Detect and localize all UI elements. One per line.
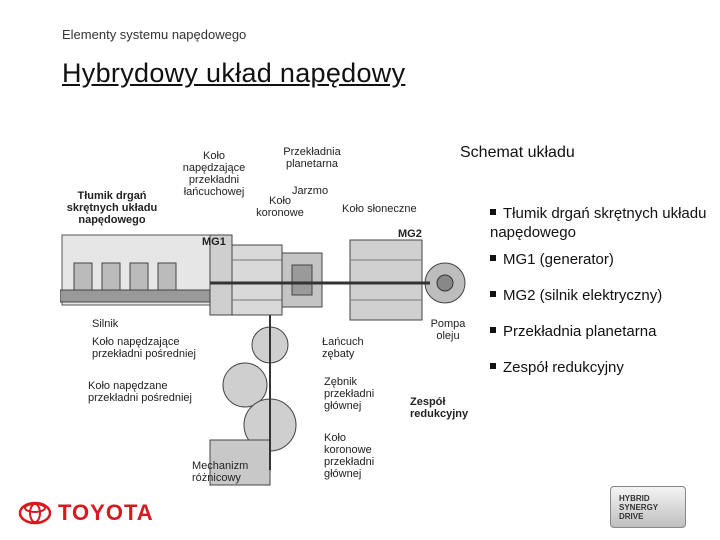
label-mg2: MG2 [398,228,422,240]
engine-illustration [60,234,213,306]
label-mg1: MG1 [202,236,226,248]
label-counter-drive-gear: Koło napędzające przekładni pośredniej [92,336,196,360]
hybrid-synergy-drive-badge: HYBRID SYNERGY DRIVE [610,486,686,528]
badge-line-2: SYNERGY [619,502,659,512]
schematic-heading: Schemat układu [460,144,575,161]
label-engine: Silnik [92,318,119,330]
bullet-damper: Tłumik drgań skrętnych układu napędowego [490,205,707,241]
mg2-illustration [349,239,423,321]
label-silent-chain: Łańcuch zębaty [322,336,364,360]
label-oil-pump: Pompa oleju [430,318,466,342]
toyota-emblem-icon [18,501,52,525]
toyota-wordmark: TOYOTA [58,500,154,525]
bullet-planetary: Przekładnia planetarna [490,322,656,341]
badge-line-1: HYBRID [619,493,650,503]
bullet-mg2: MG2 (silnik elektryczny) [490,286,662,305]
label-damper: Tłumik drgań skrętnych układu napędowego [66,190,158,226]
label-differential: Mechanizm różnicowy [192,460,249,484]
badge-line-3: DRIVE [619,511,644,521]
label-reduction-unit: Zespół redukcyjny [410,396,469,420]
oil-pump-illustration [424,262,466,304]
label-final-ring-gear: Koło koronowe przekładni głównej [324,432,375,480]
label-carrier: Jarzmo [292,185,329,197]
mg1-illustration [231,244,283,316]
label-chain-drive-gear: Koło napędzające przekładni łańcuchowej [182,150,246,198]
label-ring-gear: Koło koronowe [256,195,304,219]
label-sun-gear: Koło słoneczne [342,203,417,215]
label-counter-driven-gear: Koło napędzane przekładni pośredniej [88,380,192,404]
page-title: Hybrydowy układ napędowy [62,58,406,88]
label-final-drive-pinion: Zębnik przekładni głównej [324,376,375,412]
section-heading: Elementy systemu napędowego [62,27,247,42]
toyota-logo: TOYOTA [18,500,154,526]
planetary-illustration [281,252,323,308]
bullet-mg1: MG1 (generator) [490,250,614,269]
label-planetary-gear: Przekładnia planetarna [283,146,341,170]
drivetrain-diagram [60,234,466,486]
gear-train-illustration [209,315,297,486]
bullet-reduction: Zespół redukcyjny [490,358,624,377]
